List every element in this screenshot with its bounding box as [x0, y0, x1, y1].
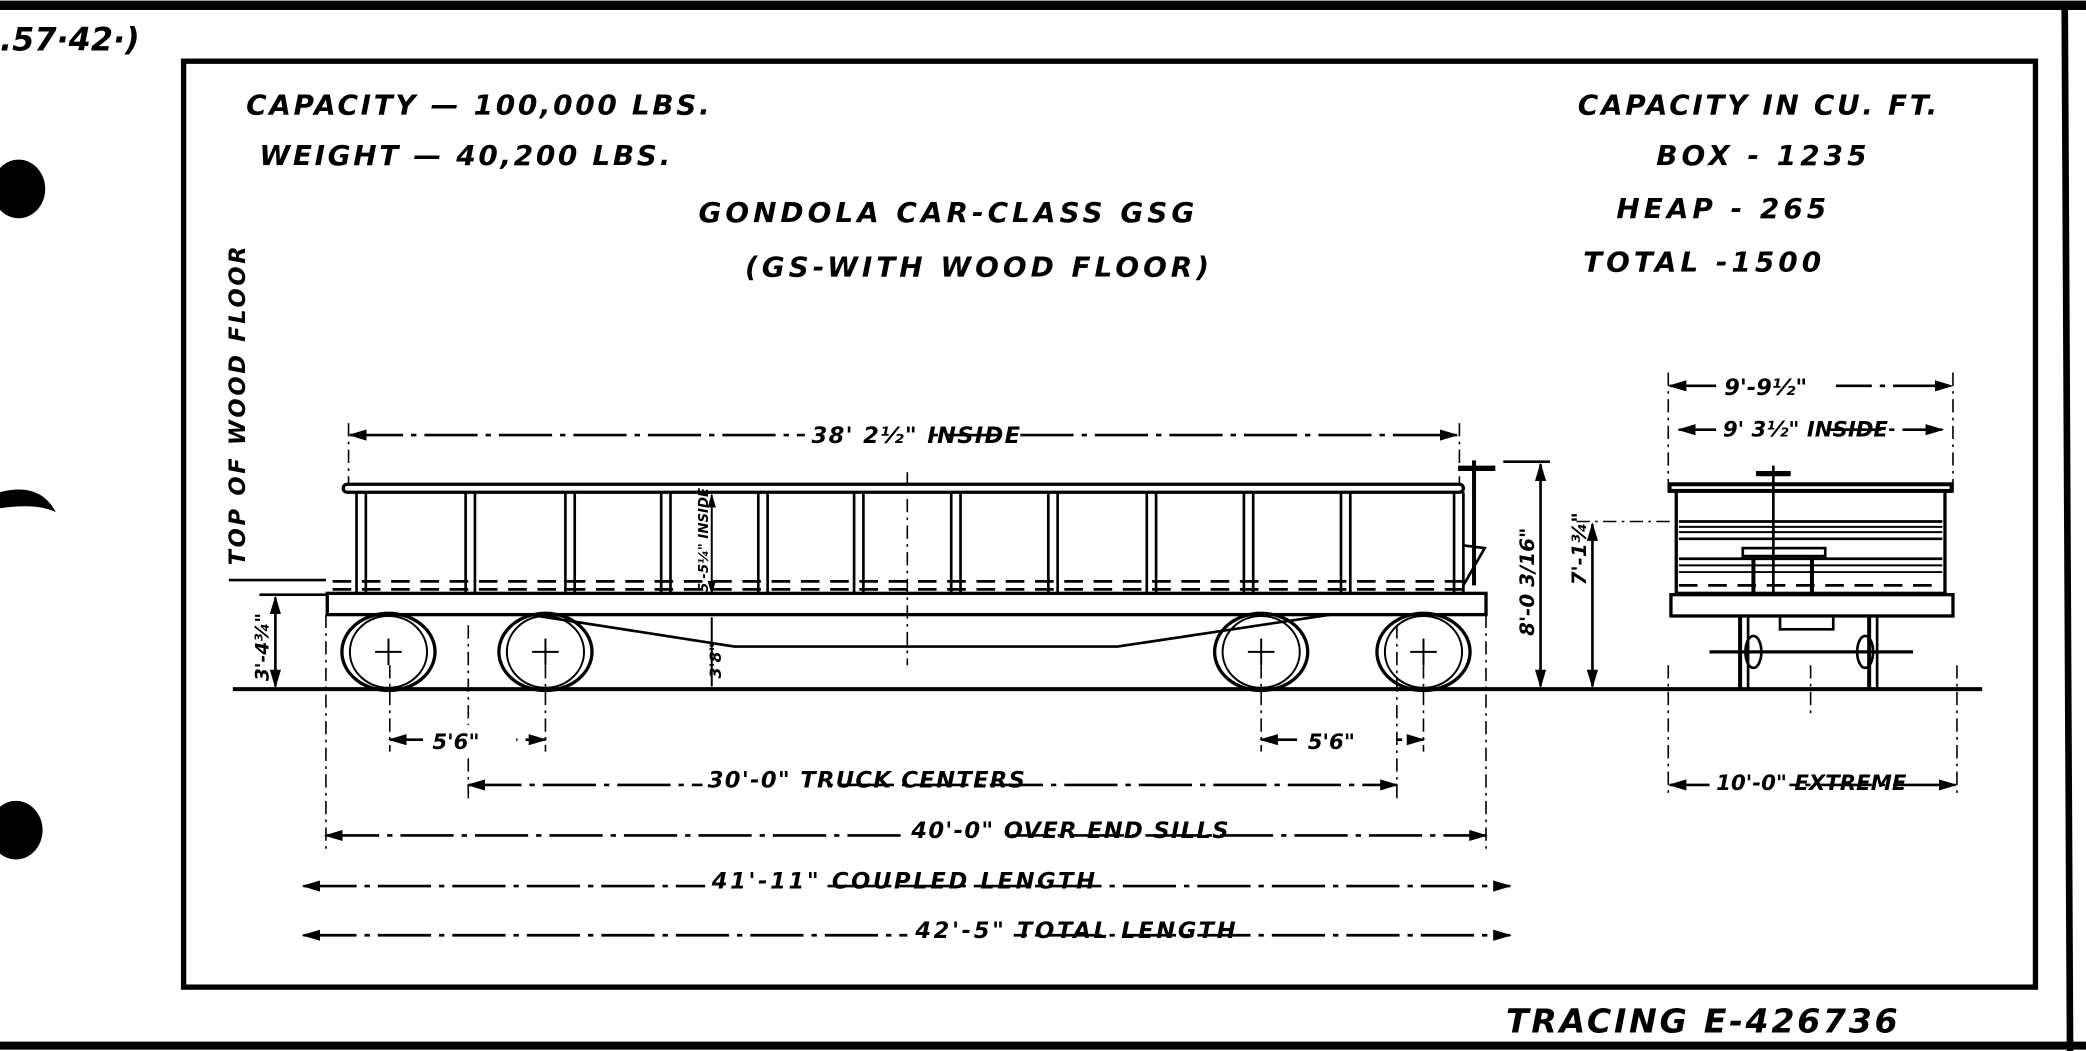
corner-reference: .57·42·): [0, 21, 140, 59]
end-view-car: [1667, 465, 1955, 690]
cubic-capacity-heading: CAPACITY IN CU. FT.: [1578, 88, 1940, 121]
side-view-car: [325, 460, 1496, 693]
side-stake: [852, 492, 865, 594]
drawing-title: GONDOLA CAR-CLASS GSG: [698, 196, 1198, 229]
box-capacity: BOX - 1235: [1656, 139, 1870, 172]
weight-text: WEIGHT — 40,200 LBS.: [259, 139, 672, 172]
inside-length-dim: 38' 2½" INSIDE: [812, 423, 1022, 449]
side-stake: [949, 492, 962, 594]
dimension-labels: 38' 2½" INSIDE 5'6" 5'6" 30'-0" TRUCK CE…: [253, 375, 1907, 944]
truck-centers-dim: 30'-0" TRUCK CENTERS: [708, 768, 1026, 794]
side-stake: [1242, 492, 1255, 594]
side-stake: [1452, 492, 1465, 594]
wheel: [1212, 611, 1310, 693]
extreme-width-dim: 10'-0" EXTREME: [1716, 771, 1907, 796]
tracing-number: TRACING E-426736: [1506, 1001, 1900, 1040]
inside-width-dim: 9' 3½" INSIDE: [1723, 417, 1889, 442]
side-stake: [464, 492, 477, 594]
top-height-dim: 7'-1¾": [1567, 512, 1591, 585]
over-end-sills-dim: 40'-0" OVER END SILLS: [910, 818, 1230, 844]
wheel: [497, 611, 594, 693]
top-of-wood-floor-label: TOP OF WOOD FLOOR: [225, 244, 251, 566]
capacity-text: CAPACITY — 100,000 LBS.: [246, 88, 712, 121]
side-stake: [1145, 492, 1158, 594]
side-stake: [1046, 492, 1059, 594]
floor-height-dim: 3'-4¾": [253, 613, 274, 681]
wheelbase-left-dim: 5'6": [432, 730, 479, 755]
brake-height-dim: 8'-0 3/16": [1515, 528, 1539, 636]
wheel: [340, 611, 437, 693]
inside-height-dim: 5'-5¼" INSIDE: [697, 488, 712, 592]
side-stake: [756, 492, 769, 594]
total-capacity: TOTAL -1500: [1583, 245, 1825, 278]
wheelbase-right-dim: 5'6": [1308, 730, 1355, 755]
side-stake: [564, 492, 577, 594]
wheel: [1375, 611, 1472, 693]
dimension-lines: [259, 372, 1958, 941]
total-length-dim: 42'-5" TOTAL LENGTH: [914, 918, 1238, 944]
side-stake: [1339, 492, 1352, 594]
punch-holes: [0, 159, 56, 860]
heap-capacity: HEAP - 265: [1616, 192, 1830, 225]
drawing-subtitle: (GS-WITH WOOD FLOOR): [745, 251, 1213, 284]
side-stake: [659, 492, 672, 594]
outside-width-dim: 9'-9½": [1724, 375, 1807, 401]
coupled-length-dim: 41'-11" COUPLED LENGTH: [711, 869, 1098, 895]
sill-clearance-dim: 3'8": [706, 643, 725, 678]
side-stake: [355, 492, 368, 594]
